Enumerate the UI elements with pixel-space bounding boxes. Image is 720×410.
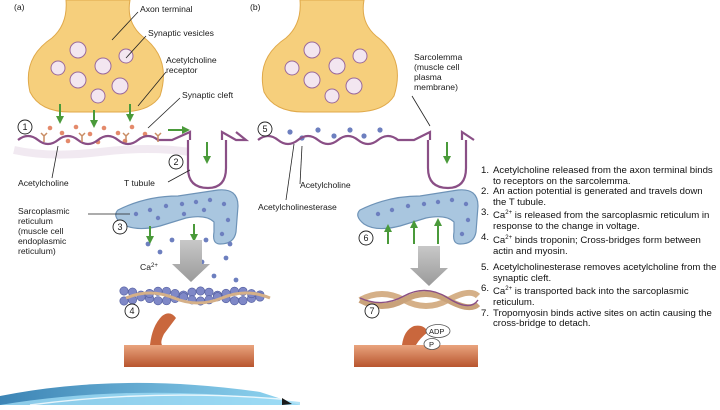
steps-top: 1.Acetylcholine released from the axon t… <box>481 165 717 257</box>
label-acetylcholinesterase: Acetylcholinesterase <box>258 202 337 212</box>
marker-7: 7 <box>369 306 374 316</box>
sarcolemma-a <box>17 130 250 150</box>
release-arrows-a <box>146 224 198 244</box>
tropomyosin-b <box>359 289 479 307</box>
label-sr-5: reticulum) <box>18 246 56 256</box>
panel-b-label: (b) <box>250 2 261 12</box>
t-tubule-a <box>186 140 228 190</box>
labels: (a) (b) Axon terminal Synaptic vesicles … <box>14 2 462 349</box>
ach-receptors-a <box>40 132 162 142</box>
sr-calcium-a <box>133 197 231 237</box>
tropomyosin-a <box>125 291 271 305</box>
step-markers: 1 2 3 4 5 6 7 <box>17 119 380 319</box>
axon-terminal-a <box>27 0 164 113</box>
marker-4: 4 <box>129 306 134 316</box>
marker-6: 6 <box>363 233 368 243</box>
steps-legend: 1.Acetylcholine released from the axon t… <box>481 165 717 330</box>
acetylcholine-molecules-a <box>47 124 148 145</box>
actin-bead <box>187 287 197 297</box>
label-acetylcholine-b: Acetylcholine <box>300 180 351 190</box>
sarcoplasmic-reticulum-a <box>115 189 239 245</box>
synaptic-vesicles-a <box>50 41 134 104</box>
step-3: 3.Ca2+ is released from the sarcoplasmic… <box>481 207 710 233</box>
actin-bead <box>230 296 240 306</box>
label-ca: Ca2+ <box>140 262 158 272</box>
myosin-head-a <box>150 313 176 345</box>
label-axon-terminal: Axon terminal <box>140 4 193 14</box>
label-sr-1: Sarcoplasmic <box>18 206 70 216</box>
marker-3: 3 <box>117 222 122 232</box>
actin-bead <box>153 296 163 306</box>
label-t-tubule: T tubule <box>124 178 155 188</box>
step-1: 1.Acetylcholine released from the axon t… <box>481 165 713 187</box>
panel-a <box>13 0 271 367</box>
label-adp: ADP <box>429 327 444 336</box>
label-sarcolemma-2: (muscle cell <box>414 62 459 72</box>
synaptic-vesicles-b <box>284 41 368 104</box>
adp-bubble <box>425 324 451 338</box>
process-arrow-b <box>410 246 448 286</box>
leader-lines <box>51 11 431 215</box>
actin-bead <box>204 287 214 297</box>
uptake-arrows-b <box>384 218 442 244</box>
marker-1: 1 <box>22 122 27 132</box>
label-sr-3: (muscle cell <box>18 226 63 236</box>
p-bubble <box>423 338 441 350</box>
marker-5: 5 <box>262 124 267 134</box>
panel-a-label: (a) <box>14 2 25 12</box>
label-sarcolemma-1: Sarcolemma <box>414 52 462 62</box>
step-5: 5.Acetylcholinesterase removes acetylcho… <box>481 262 717 284</box>
myosin-head-b <box>402 325 428 345</box>
label-synaptic-vesicles: Synaptic vesicles <box>148 28 214 38</box>
steps-bottom: 5.Acetylcholinesterase removes acetylcho… <box>481 262 717 330</box>
actin-b-strand2 <box>358 291 481 311</box>
step-4: 4.Ca2+ binds troponin; Cross-bridges for… <box>481 231 701 257</box>
myosin-filament-a <box>124 345 254 367</box>
label-sarcolemma-3: plasma <box>414 72 442 82</box>
ap-arrows-a <box>56 104 211 164</box>
slide-accent <box>0 382 300 406</box>
step-2: 2.An action potential is generated and t… <box>481 186 703 208</box>
acetylcholinesterase-b <box>287 127 383 141</box>
label-sr-4: endoplasmic <box>18 236 67 246</box>
label-acetylcholine-a: Acetylcholine <box>18 178 69 188</box>
t-tubule-b <box>426 140 468 190</box>
step-7: 7.Tropomyosin binds active sites on acti… <box>481 307 712 330</box>
sarcoplasmic-reticulum-b <box>357 189 479 245</box>
actin-bead <box>196 286 206 296</box>
label-ach-receptor-2: receptor <box>166 65 198 75</box>
actin-bead <box>238 296 248 306</box>
actin-bead <box>119 286 129 296</box>
marker-2: 2 <box>173 157 178 167</box>
label-sr-2: reticulum <box>18 216 53 226</box>
process-arrow-a <box>172 240 210 282</box>
sr-calcium-b <box>375 197 471 237</box>
axon-terminal-b <box>261 0 398 113</box>
myosin-filament-b <box>354 345 478 367</box>
label-synaptic-cleft: Synaptic cleft <box>182 90 234 100</box>
label-ach-receptor-1: Acetylcholine <box>166 55 217 65</box>
label-sarcolemma-4: membrane) <box>414 82 458 92</box>
label-p: P <box>429 340 434 349</box>
step-6: 6.Ca2+ is transported back into the sarc… <box>481 283 689 309</box>
panel-b <box>257 0 481 367</box>
actin-b-strand1 <box>358 289 481 309</box>
